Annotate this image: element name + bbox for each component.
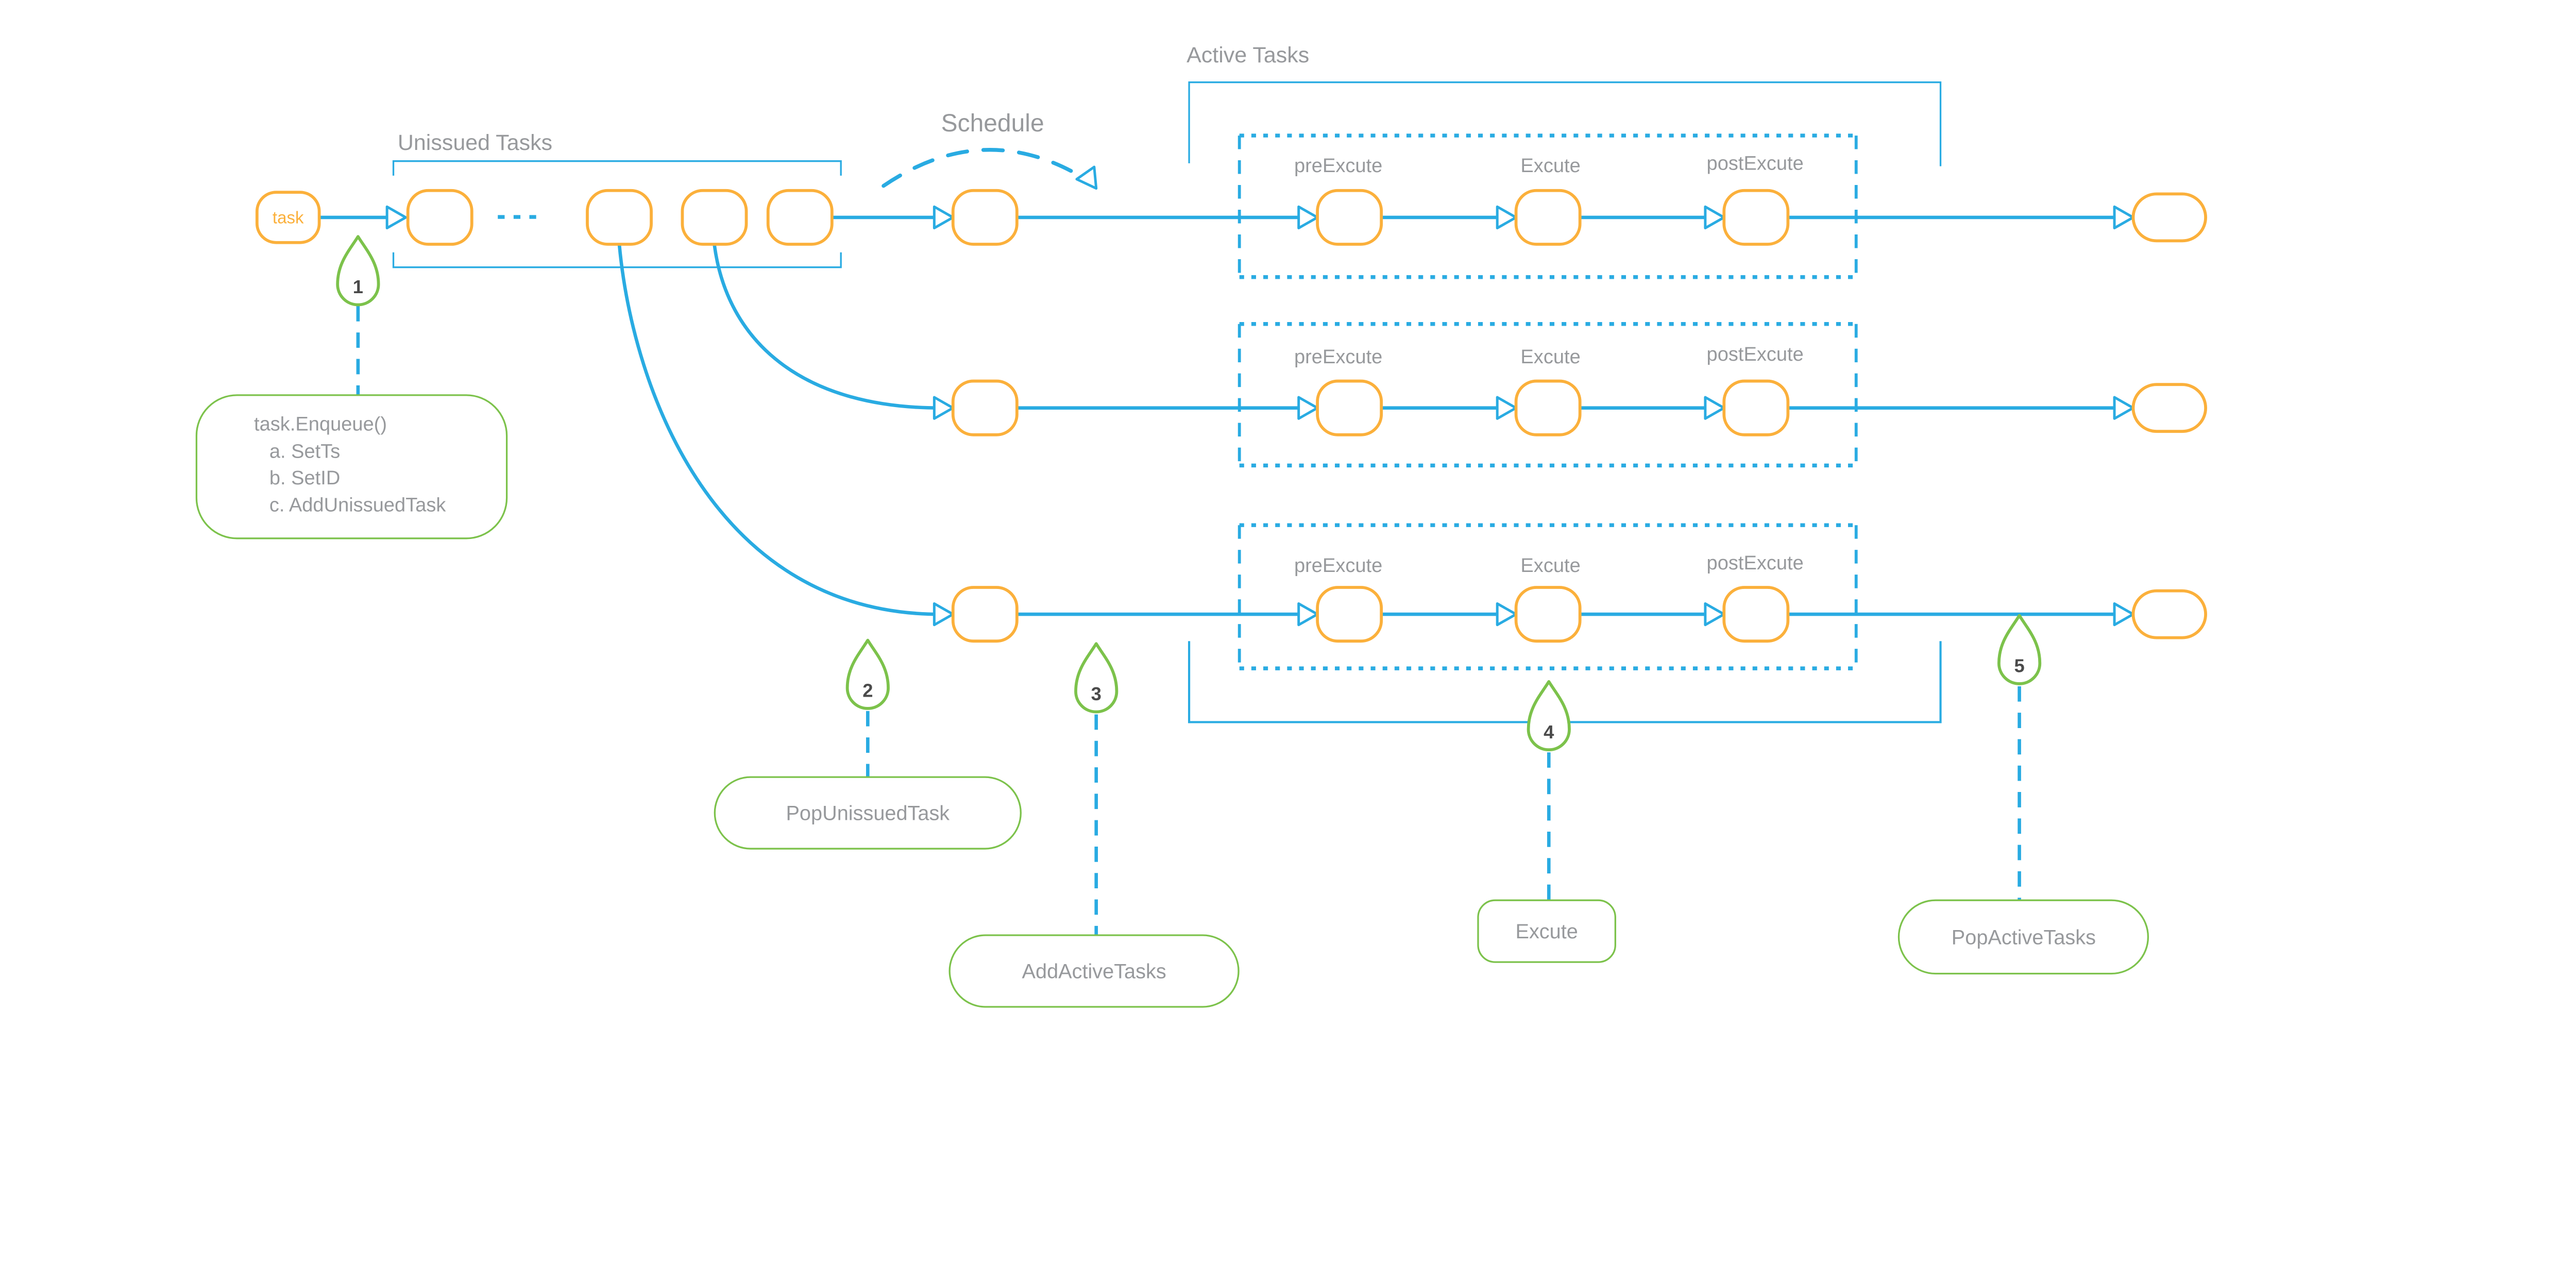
excute-node-row3 [1514,586,1582,643]
preexcute-node-row1 [1316,189,1383,246]
task-node [255,191,321,244]
preexcute-node-row2 [1316,379,1383,436]
row2-excute-label: Excute [1520,346,1580,368]
enqueue-note: task.Enqueue() a. SetTs b. SetID c. AddU… [195,394,508,539]
unissued-bracket-top [392,160,842,176]
queue-node-2 [586,189,653,246]
final-node-row3 [2131,589,2207,639]
active-box-row2 [1238,322,1858,468]
enqueue-note-item-a: a. SetTs [269,441,340,462]
row1-excute-label: Excute [1520,155,1580,177]
marker-1-number: 1 [353,276,363,297]
pop-unissued-note-box [714,776,1022,850]
task-scheduler-diagram-page: Unissued Tasks Schedule Active Tasks pre… [195,42,2207,1008]
row2-postexcute-label: postExcute [1707,344,1804,365]
unissued-bracket-bottom [392,252,842,268]
enqueue-note-title: task.Enqueue() [254,414,387,435]
sched-node-row1 [951,189,1019,246]
row3-postexcute-label: postExcute [1707,552,1804,574]
pop-unissued-note: PopUnissuedTask [714,776,1022,850]
add-active-note-label: AddActiveTasks [1022,960,1166,983]
queue-node-4 [766,189,834,246]
excute-note: Excute [1477,899,1616,963]
sched-node-row2 [951,379,1019,436]
unissued-tasks-label: Unissued Tasks [398,130,552,155]
postexcute-node-row1 [1722,189,1790,246]
postexcute-node-row3 [1722,586,1790,643]
add-active-note: AddActiveTasks [948,934,1240,1008]
excute-node-row2 [1514,379,1582,436]
excute-note-label: Excute [1515,920,1578,943]
queue-node-3 [681,189,748,246]
row1-preexcute-label: preExcute [1294,155,1382,177]
pop-unissued-note-label: PopUnissuedTask [786,802,950,825]
enqueue-note-item-c: c. AddUnissuedTask [269,495,447,516]
schedule-label: Schedule [941,110,1044,137]
marker-2-number: 2 [862,680,873,701]
curve-queue-to-sched3 [617,244,940,616]
add-active-note-box [948,934,1240,1008]
final-node-row2 [2131,383,2207,433]
marker-4-number: 4 [1544,721,1554,743]
active-box-row3 [1238,523,1858,670]
marker-3-number: 3 [1091,683,1101,704]
enqueue-note-box [195,394,508,539]
curve-queue-to-sched2 [713,244,940,410]
pop-active-note: PopActiveTasks [1897,899,2149,975]
postexcute-node-row2 [1722,379,1790,436]
row2-preexcute-label: preExcute [1294,346,1382,368]
excute-note-box [1477,899,1616,963]
queue-node-1 [406,189,473,246]
enqueue-note-item-b: b. SetID [269,467,340,489]
pop-active-note-label: PopActiveTasks [1952,926,2096,949]
preexcute-node-row3 [1316,586,1383,643]
marker-5-number: 5 [2014,655,2024,677]
row3-preexcute-label: preExcute [1294,555,1382,577]
active-box-row1 [1238,133,1858,279]
active-tasks-label: Active Tasks [1187,43,1309,68]
row1-postexcute-label: postExcute [1707,153,1804,174]
active-bracket-top [1188,81,1942,166]
diagram-canvas: Unissued Tasks Schedule Active Tasks pre… [195,42,2207,1008]
final-node-row1 [2131,192,2207,243]
task-node-label: task [273,208,304,227]
row3-excute-label: Excute [1520,555,1580,577]
excute-node-row1 [1514,189,1582,246]
pop-active-note-box [1897,899,2149,975]
sched-node-row3 [951,586,1019,643]
schedule-arc-arrow [882,148,1092,188]
